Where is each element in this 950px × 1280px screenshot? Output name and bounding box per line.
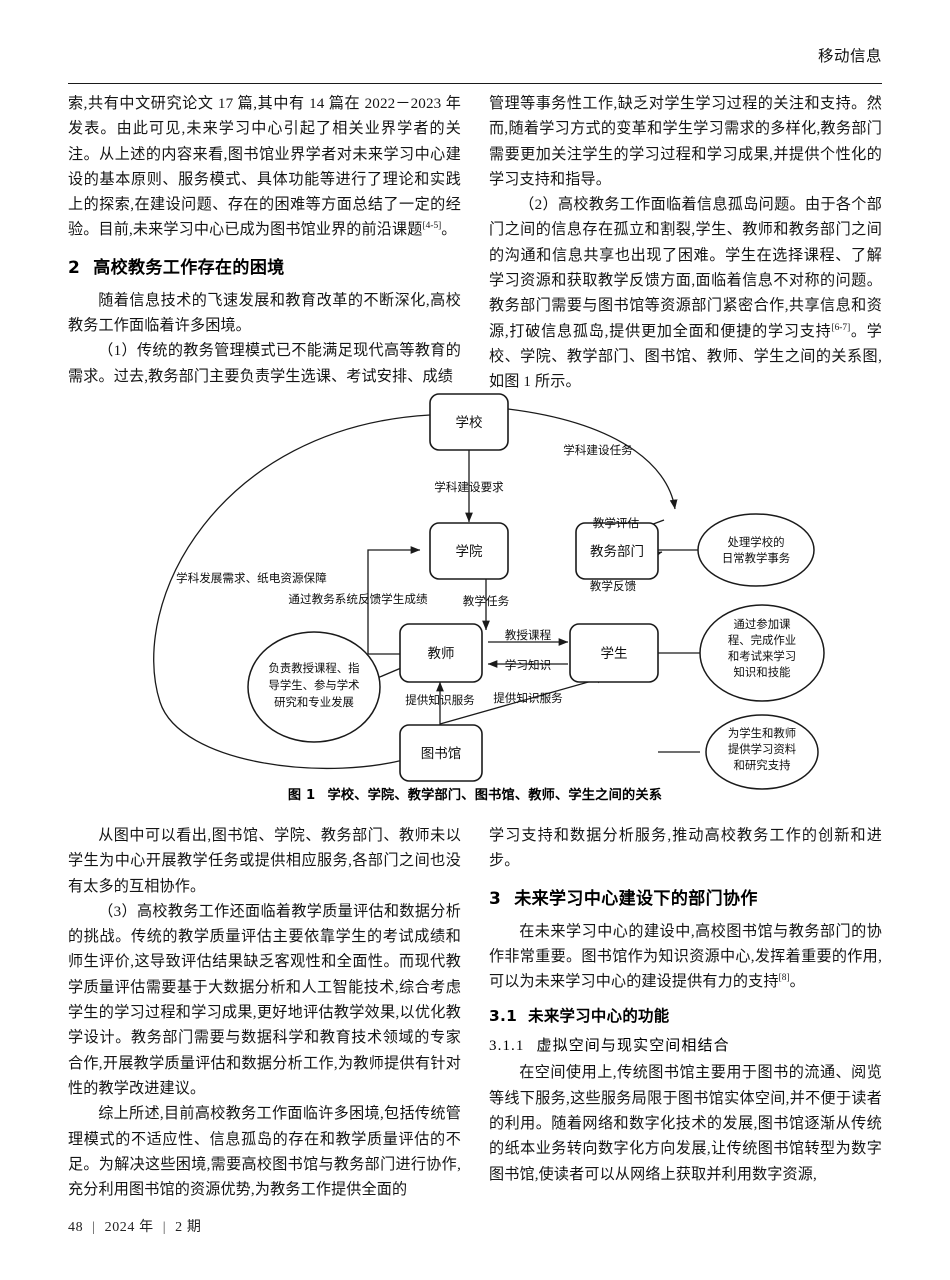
paragraph: （3）高校教务工作还面临着教学质量评估和数据分析的挑战。传统的教学质量评估主要依…	[68, 903, 461, 1097]
page-header: 移动信息	[68, 44, 882, 84]
node-label-academic-affairs: 教务部门	[590, 544, 644, 559]
left-column-upper: 索,共有中文研究论文 17 篇,其中有 14 篇在 2022－2023 年发表。…	[68, 92, 461, 390]
right-column-upper: 管理等事务性工作,缺乏对学生学习过程的关注和支持。然而,随着学习方式的变革和学生…	[489, 92, 882, 396]
section-number: 3	[489, 888, 502, 909]
section-title: 未来学习中心的功能	[528, 1007, 670, 1026]
edge-label-knowledge-service-teacher: 提供知识服务	[405, 693, 475, 707]
page-footer: 48 | 2024 年 | 2 期	[68, 1216, 201, 1236]
paragraph: 在未来学习中心的建设中,高校图书馆与教务部门的协作非常重要。图书馆作为知识资源中…	[489, 920, 882, 996]
node-label-student: 学生	[601, 646, 628, 661]
note-affairs-line-1: 处理学校的	[728, 535, 785, 549]
paragraph-text: 索,共有中文研究论文 17 篇,其中有 14 篇在 2022－2023 年发表。…	[68, 96, 461, 239]
section-heading-3-1-1: 3.1.1 虚拟空间与现实空间相结合	[489, 1034, 882, 1058]
section-title: 高校教务工作存在的困境	[93, 257, 285, 278]
section-heading-3-1: 3.1 未来学习中心的功能	[489, 1004, 882, 1028]
paragraph: 学习支持和数据分析服务,推动高校教务工作的创新和进步。	[489, 828, 882, 870]
note-teacher	[247, 631, 381, 743]
edge-label-school-college: 学科建设要求	[434, 480, 504, 494]
paragraph: 在空间使用上,传统图书馆主要用于图书的流通、阅览等线下服务,这些服务局限于图书馆…	[489, 1065, 882, 1183]
journal-name: 移动信息	[817, 48, 882, 65]
footer-page-number: 48	[68, 1220, 84, 1235]
paragraph: 索,共有中文研究论文 17 篇,其中有 14 篇在 2022－2023 年发表。…	[68, 92, 461, 244]
paragraph: 从图中可以看出,图书馆、学院、教务部门、教师未以学生为中心开展教学任务或提供相应…	[68, 828, 461, 895]
node-academic-affairs	[575, 522, 659, 580]
right-column-lower: 学习支持和数据分析服务,推动高校教务工作的创新和进步。 3 未来学习中心建设下的部…	[489, 824, 882, 1188]
note-affairs-line-2: 日常教学事务	[722, 551, 790, 565]
section-number: 3.1	[489, 1007, 518, 1026]
paragraph-tail: 。	[441, 222, 457, 239]
note-library-line-3: 和研究支持	[734, 758, 791, 772]
paragraph-text: （2）高校教务工作面临着信息孤岛问题。由于各个部门之间的信息存在孤立和割裂,学生…	[489, 197, 882, 340]
paragraph-tail: 。学校、学院、教学部门、图书馆、教师、学生之间的关系图,如图 1 所示。	[489, 323, 883, 391]
paragraph: （2）高校教务工作面临着信息孤岛问题。由于各个部门之间的信息存在孤立和割裂,学生…	[489, 193, 882, 395]
figure-caption-text: 学校、学院、教学部门、图书馆、教师、学生之间的关系	[327, 788, 663, 803]
note-library	[705, 714, 819, 790]
section-title: 虚拟空间与现实空间相结合	[536, 1038, 730, 1055]
paragraph: （1）传统的教务管理模式已不能满足现代高等教育的需求。过去,教务部门主要负责学生…	[68, 343, 461, 385]
figure-number: 图 1	[287, 788, 316, 803]
header-divider	[68, 82, 882, 84]
edge-label-knowledge-service-student: 提供知识服务	[493, 691, 563, 705]
node-label-school: 学校	[456, 414, 483, 430]
edge-label-eval: 教学评估	[593, 516, 640, 530]
note-teacher-line-3: 研究和专业发展	[274, 695, 354, 709]
note-library-line-1: 为学生和教师	[728, 726, 796, 740]
reference-marker: [8]	[778, 973, 790, 984]
section-heading-2: 2 高校教务工作存在的困境	[68, 255, 461, 281]
note-student	[699, 604, 825, 702]
note-library-line-2: 提供学习资料	[728, 742, 796, 756]
node-college	[429, 522, 509, 580]
node-student	[569, 623, 659, 683]
footer-year: 2024 年	[104, 1220, 154, 1235]
edge-label-grade-feedback: 通过教务系统反馈学生成绩	[288, 592, 428, 606]
relationship-diagram: 学校 学院 教务部门 教师 学生 图书馆 处理学校的 日常教学事务 通过参加课 …	[153, 393, 825, 790]
figure-caption: 图 1 学校、学院、教学部门、图书馆、教师、学生之间的关系	[68, 784, 882, 803]
note-academic-affairs	[697, 513, 815, 587]
note-student-line-4: 知识和技能	[734, 665, 791, 679]
figure-1: 学校 学院 教务部门 教师 学生 图书馆 处理学校的 日常教学事务 通过参加课 …	[68, 392, 882, 812]
paragraph: 管理等事务性工作,缺乏对学生学习过程的关注和支持。然而,随着学习方式的变革和学生…	[489, 96, 882, 188]
node-label-college: 学院	[456, 544, 483, 559]
paragraph-tail: 。	[789, 974, 805, 991]
edge-label-school-affairs: 学科建设任务	[563, 443, 633, 457]
section-title: 未来学习中心建设下的部门协作	[514, 888, 758, 909]
edge-label-feedback: 教学反馈	[590, 579, 637, 593]
edge-label-teach-course: 教授课程	[505, 628, 552, 642]
note-student-line-3: 和考试来学习	[728, 649, 796, 663]
edge-label-learn-knowledge: 学习知识	[505, 658, 551, 672]
footer-issue: 2 期	[175, 1220, 202, 1235]
note-student-line-2: 程、完成作业	[728, 633, 796, 647]
footer-separator-2: |	[162, 1220, 167, 1235]
edge-label-teaching-task: 教学任务	[463, 594, 510, 608]
note-teacher-line-1: 负责教授课程、指	[268, 661, 359, 675]
node-label-teacher: 教师	[428, 646, 455, 661]
note-student-line-1: 通过参加课	[734, 617, 792, 631]
node-label-library: 图书馆	[421, 746, 462, 761]
node-teacher	[399, 623, 483, 683]
reference-marker: [4-5]	[422, 221, 442, 232]
paragraph-text: 在未来学习中心的建设中,高校图书馆与教务部门的协作非常重要。图书馆作为知识资源中…	[489, 923, 882, 991]
reference-marker: [6-7]	[831, 322, 851, 333]
paragraph: 随着信息技术的飞速发展和教育改革的不断深化,高校教务工作面临着许多困境。	[68, 292, 461, 335]
edge-label-outer-loop: 学科发展需求、纸电资源保障	[176, 571, 327, 585]
paragraph: 综上所述,目前高校教务工作面临许多困境,包括传统管理模式的不适应性、信息孤岛的存…	[68, 1106, 461, 1199]
section-number: 3.1.1	[489, 1038, 525, 1055]
left-column-lower: 从图中可以看出,图书馆、学院、教务部门、教师未以学生为中心开展教学任务或提供相应…	[68, 824, 461, 1203]
note-teacher-line-2: 导学生、参与学术	[268, 678, 359, 692]
section-heading-3: 3 未来学习中心建设下的部门协作	[489, 886, 882, 912]
node-library	[399, 724, 483, 782]
footer-separator-1: |	[92, 1220, 96, 1235]
node-school	[429, 393, 509, 451]
section-number: 2	[68, 257, 81, 278]
